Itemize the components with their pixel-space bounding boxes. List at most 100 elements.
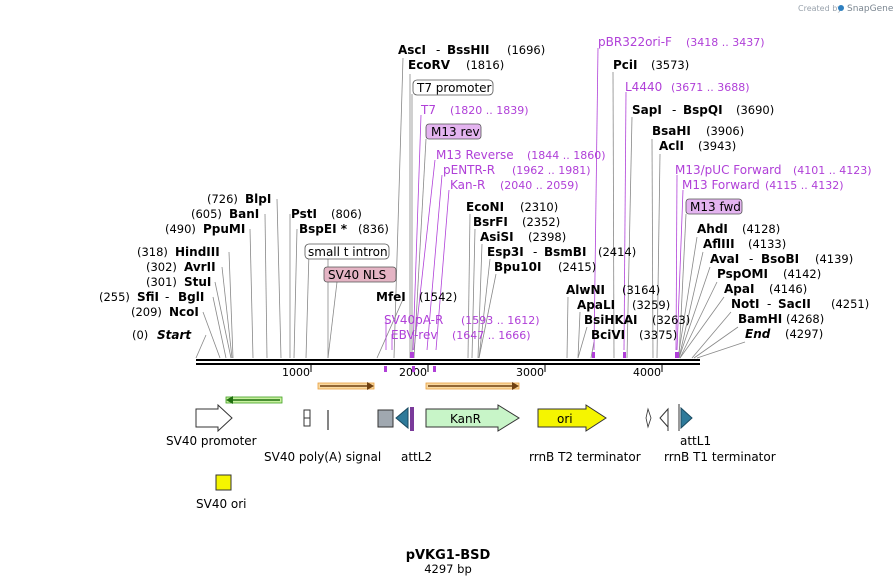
site-alwni-pos: (3164) [622,283,660,297]
rrnb-t2-label: rrnB T2 terminator [529,450,641,464]
rrnb-t2-terminator-icon [645,407,652,429]
site-avrii-name: AvrII [184,260,216,274]
snapgene-logo-icon [838,5,844,11]
site-sapi-name: SapI [632,103,662,117]
rrnb-t1-terminator-icon [659,407,669,429]
site-ecorv-pos: (1816) [466,58,504,72]
site-ppumi-pos: (490) [165,222,196,236]
site-esp3i-pos: (2414) [598,245,636,259]
site-bspqi-name: BspQI [683,103,723,117]
site-bspei-pos: (836) [358,222,389,236]
small-t-intron-label: small t intron [308,245,388,259]
site-end-name: End [745,327,771,341]
site-separator: - [533,245,537,259]
site-bsihkai-pos: (3263) [652,313,690,327]
m13-fwd-label: M13 fwd [690,200,741,214]
site-bcivi-pos: (3375) [639,328,677,342]
rrnb-t1-label: rrnB T1 terminator [664,450,776,464]
m13-rev-box [425,123,482,140]
primer-kan-r-range: (2040 .. 2059) [500,179,579,192]
ori-label: ori [557,412,573,426]
site-bpu10i-name: Bpu10I [494,260,541,274]
site-bsmbi-name: BsmBI [544,245,586,259]
site-ahdi-name: AhdI [697,222,728,236]
site-noti-name: NotI [731,297,760,311]
site-sfii-pos: (255) [99,290,130,304]
site-bamhi-pos: (4268) [786,312,824,326]
site-hindiii-pos: (318) [137,245,168,259]
site-apali-pos: (3259) [632,298,670,312]
primer-ebv-rev-range: (1647 .. 1666) [452,329,531,342]
t7-promoter-label: T7 promoter [416,81,492,95]
orf-arrow-left [225,396,283,404]
site-bsrfi-name: BsrFI [473,215,508,229]
primer-t7-name: T7 [420,103,436,117]
site-pcii-pos: (3573) [651,58,689,72]
primer-ebv-rev-name: EBV-rev [391,328,437,342]
site-mfei-pos: (1542) [419,290,457,304]
site-end-pos: (4297) [785,327,823,341]
t7-promoter-box [412,79,494,96]
site-avai-name: AvaI [710,252,739,266]
site-separator: - [672,103,676,117]
tick-label: 1000 [282,366,310,379]
site-bsobi-name: BsoBI [761,252,799,266]
site-asisi-name: AsiSI [480,230,514,244]
sv40-promoter-arrow [195,403,233,433]
grey-feature-box [377,409,394,428]
sv40-nls-label: SV40 NLS [328,268,386,282]
small-t-intron-box [304,243,390,260]
primer-pentr-r-range: (1962 .. 1981) [512,164,591,177]
orf-arrow-kanr [425,382,520,390]
credit-brand: SnapGene [847,4,894,14]
tick-label: 4000 [633,366,661,379]
site-separator: - [165,290,169,304]
primer-pbr322ori-f-name: pBR322ori-F [598,35,672,49]
site-bamhi-name: BamHI [738,312,782,326]
site-bani-pos: (605) [191,207,222,221]
site-noti-pos: (4251) [831,297,869,311]
site-blpi-pos: (726) [207,192,238,206]
attl2-marker [410,407,414,431]
scale-ticks: 1000 2000 3000 4000 [282,364,663,379]
site-bsrfi-pos: (2352) [522,215,560,229]
kanr-arrow [425,404,520,432]
m13-fwd-box [685,198,743,215]
primer-sv40pa-r-range: (1593 .. 1612) [461,314,540,327]
site-separator: - [749,252,753,266]
primer-sv40pa-r-name: SV40pA-R [384,313,443,327]
m13-rev-label: M13 rev [431,125,480,139]
credit-prefix: Created by [798,4,842,13]
orf-arrow-sv40 [317,382,375,390]
site-acli-name: AclI [659,139,684,153]
site-bpu10i-pos: (2415) [558,260,596,274]
primer-m13puc-forward-range: (4101 .. 4123) [793,164,872,177]
attl1-label: attL1 [680,434,711,448]
sv40-ori-label: SV40 ori [196,497,247,511]
primer-leader-lines [385,47,684,351]
site-pspomi-name: PspOMI [717,267,768,281]
tick-label: 2000 [399,366,427,379]
site-ncoi-name: NcoI [169,305,199,319]
primer-pentr-r-name: pENTR-R [443,163,495,177]
primer-pbr322ori-f-range: (3418 .. 3437) [686,36,765,49]
site-afliii-pos: (4133) [748,237,786,251]
primer-l4440-range: (3671 .. 3688) [671,81,750,94]
primer-m13-forward-name: M13 Forward [682,178,760,192]
plasmid-length: 4297 bp [424,562,472,576]
site-asci-pos: (1696) [507,43,545,57]
site-ppumi-name: PpuMI [203,222,245,236]
site-pcii-name: PciI [613,58,638,72]
primer-m13-forward-range: (4115 .. 4132) [765,179,844,192]
site-leader-lines [195,57,746,359]
tick-label: 3000 [516,366,544,379]
sv40-ori-box [215,474,232,491]
attl2-arrow [395,406,409,430]
backbone [196,359,700,365]
site-start-pos: (0) [132,328,148,342]
sv40-promoter-label: SV40 promoter [166,434,257,448]
site-stui-name: StuI [184,275,211,289]
site-ncoi-pos: (209) [131,305,162,319]
attl2-label: attL2 [401,450,432,464]
site-afliii-name: AflIII [703,237,735,251]
